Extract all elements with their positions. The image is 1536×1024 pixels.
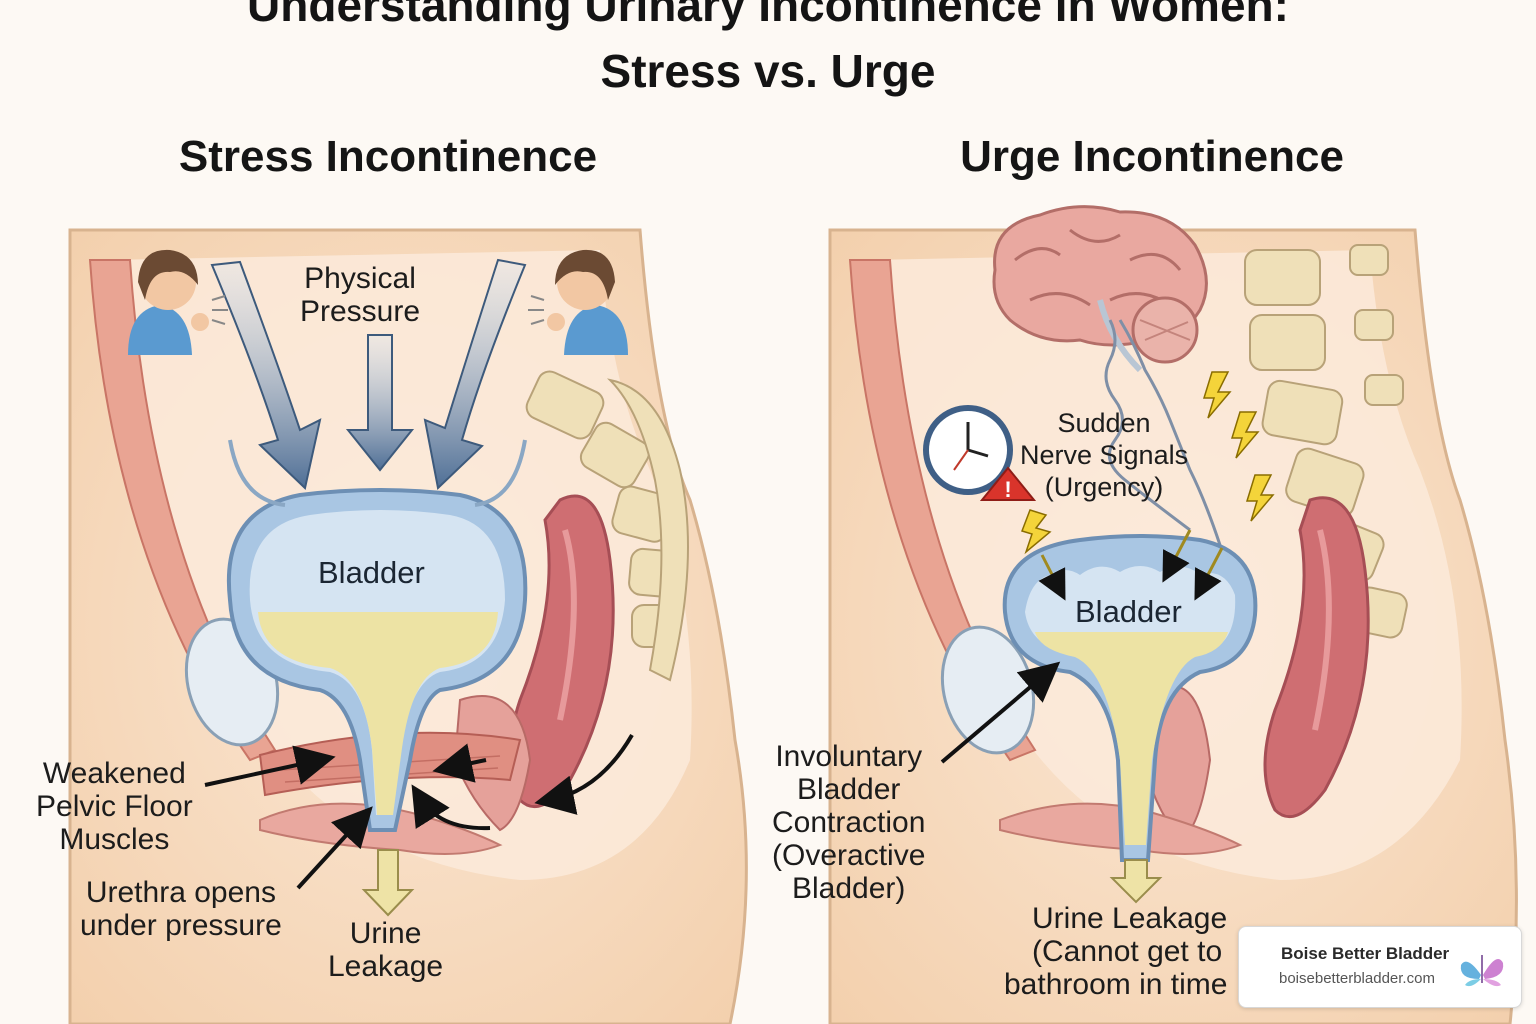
coughing-woman-left-icon bbox=[128, 249, 228, 355]
butterfly-logo-icon bbox=[1460, 955, 1504, 987]
contraction-label: Involuntary Bladder Contraction (Overact… bbox=[772, 740, 926, 905]
brain-icon bbox=[992, 205, 1208, 373]
urge-panel: ! bbox=[828, 205, 1518, 1024]
leak-label-right: Urine Leakage (Cannot get to bathroom in… bbox=[1004, 902, 1228, 1001]
spine-left bbox=[525, 370, 689, 682]
pressure-arrows bbox=[210, 258, 527, 490]
leak-arrow-left bbox=[361, 849, 415, 917]
pelvic-floor-label: Weakened Pelvic Floor Muscles bbox=[36, 757, 193, 856]
coughing-woman-right-icon bbox=[528, 249, 628, 355]
bladder-label-left: Bladder bbox=[318, 555, 425, 590]
warning-icon: ! bbox=[979, 466, 1037, 502]
nerve-signals-label: Sudden Nerve Signals (Urgency) bbox=[1020, 408, 1189, 502]
brand-name: Boise Better Bladder bbox=[1281, 944, 1450, 963]
stress-heading: Stress Incontinence bbox=[178, 132, 598, 181]
lightning-icons bbox=[1021, 371, 1275, 555]
page-title-line1: Understanding Urinary Incontinence in Wo… bbox=[247, 0, 1289, 31]
brand-badge[interactable]: Boise Better Bladder boisebetterbladder.… bbox=[1238, 926, 1522, 1008]
pressure-label: Physical Pressure bbox=[300, 262, 421, 328]
urethra-label: Urethra opens under pressure bbox=[80, 876, 282, 942]
svg-text:!: ! bbox=[1004, 477, 1011, 502]
page-title-line2: Stress vs. Urge bbox=[600, 45, 936, 97]
bladder-label-right: Bladder bbox=[1075, 594, 1182, 629]
clock-icon bbox=[923, 405, 1013, 495]
urge-heading: Urge Incontinence bbox=[960, 132, 1344, 181]
leak-arrow-right bbox=[1109, 859, 1163, 904]
stress-panel bbox=[68, 228, 748, 1024]
leak-label-left: Urine Leakage bbox=[328, 917, 444, 983]
brand-url[interactable]: boisebetterbladder.com bbox=[1279, 970, 1435, 987]
